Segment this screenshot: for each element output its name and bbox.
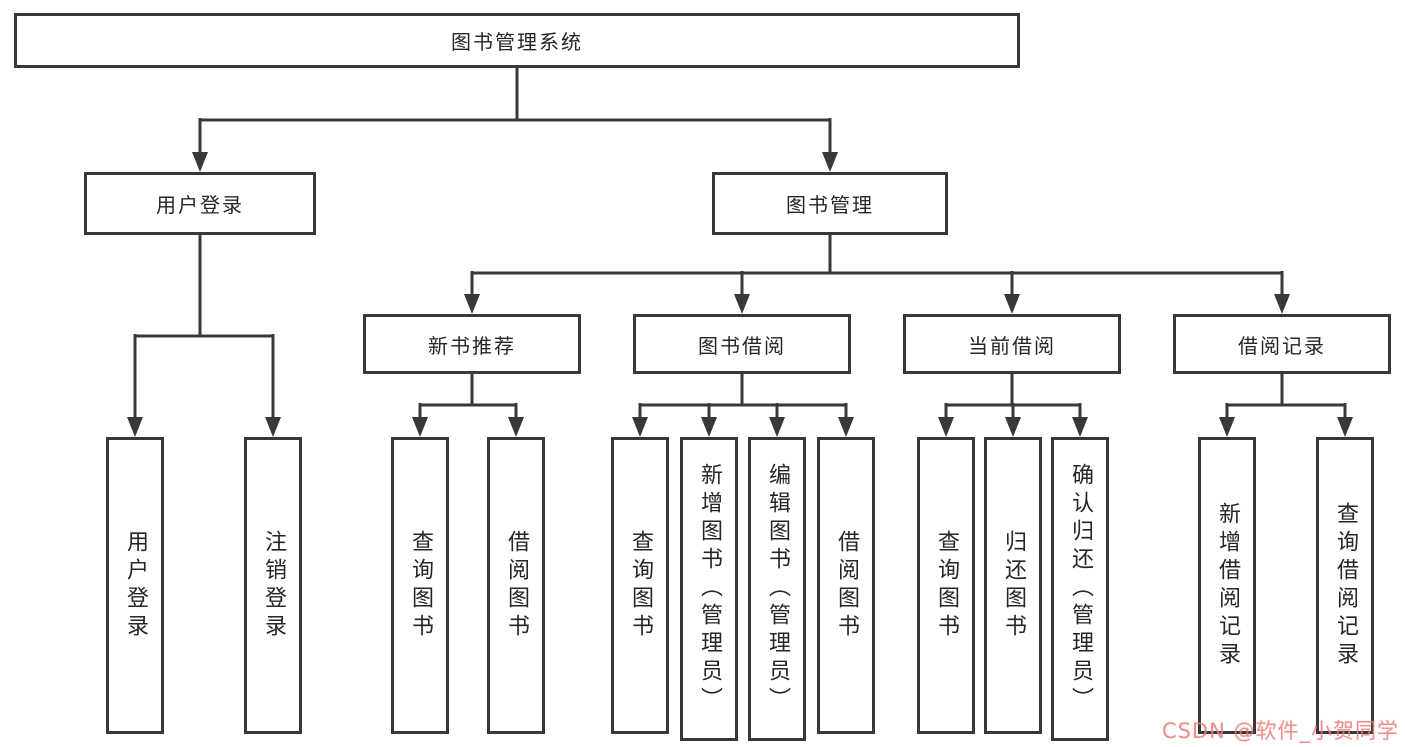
node-label: 查询图书 — [934, 529, 959, 642]
node-label: 用户登录 — [156, 193, 244, 217]
node-label: 借阅记录 — [1238, 333, 1326, 358]
connector-login-to-leaves — [127, 235, 281, 437]
node-label: 借阅图书 — [834, 529, 859, 642]
node-root-library-system: 图书管理系统 — [14, 13, 1020, 68]
node-current-borrow: 当前借阅 — [903, 314, 1121, 374]
node-user-login: 用户登录 — [84, 172, 316, 235]
leaf-user-login: 用户登录 — [106, 437, 164, 734]
connector-borrow-to-leaves — [632, 374, 854, 437]
csdn-watermark: CSDN @软件_小贺同学 — [1161, 719, 1399, 743]
leaf-query-borrow-record: 查询借阅记录 — [1316, 437, 1374, 734]
leaf-add-book-admin: 新增图书（管理员） — [680, 437, 738, 741]
node-label: 查询借阅记录 — [1333, 501, 1358, 670]
leaf-logout: 注销登录 — [244, 437, 302, 734]
node-new-book-recommend: 新书推荐 — [363, 314, 581, 374]
leaf-query-book-2: 查询图书 — [611, 437, 669, 734]
connector-record-to-leaves — [1219, 374, 1353, 437]
node-label: 用户登录 — [123, 529, 148, 642]
leaf-borrow-book-1: 借阅图书 — [487, 437, 545, 734]
node-label: 查询图书 — [628, 529, 653, 642]
node-label: 查询图书 — [408, 529, 433, 642]
node-label: 确认归还（管理员） — [1068, 463, 1093, 715]
node-borrow-record: 借阅记录 — [1173, 314, 1391, 374]
connector-mgmt-to-level3 — [464, 235, 1290, 314]
leaf-return-book: 归还图书 — [984, 437, 1042, 734]
connector-newbook-to-leaves — [412, 374, 524, 437]
connector-root-to-level2 — [192, 68, 838, 172]
leaf-query-book-1: 查询图书 — [391, 437, 449, 734]
node-label: 新增借阅记录 — [1215, 501, 1240, 670]
leaf-query-book-3: 查询图书 — [917, 437, 975, 734]
node-label: 图书借阅 — [698, 333, 786, 358]
node-book-management: 图书管理 — [712, 172, 948, 235]
node-label: 归还图书 — [1001, 529, 1026, 642]
node-label: 新增图书（管理员） — [697, 463, 722, 715]
node-label: 借阅图书 — [504, 529, 529, 642]
node-label: 编辑图书（管理员） — [765, 463, 790, 715]
leaf-add-borrow-record: 新增借阅记录 — [1198, 437, 1256, 734]
node-label: 新书推荐 — [428, 333, 516, 358]
node-label: 图书管理系统 — [451, 30, 583, 54]
leaf-borrow-book-2: 借阅图书 — [817, 437, 875, 734]
leaf-edit-book-admin: 编辑图书（管理员） — [748, 437, 806, 741]
node-label: 当前借阅 — [968, 333, 1056, 358]
connector-current-to-leaves — [938, 374, 1088, 437]
leaf-confirm-return-admin: 确认归还（管理员） — [1051, 437, 1109, 741]
node-book-borrow: 图书借阅 — [633, 314, 851, 374]
node-label: 图书管理 — [786, 193, 874, 217]
node-label: 注销登录 — [261, 529, 286, 642]
